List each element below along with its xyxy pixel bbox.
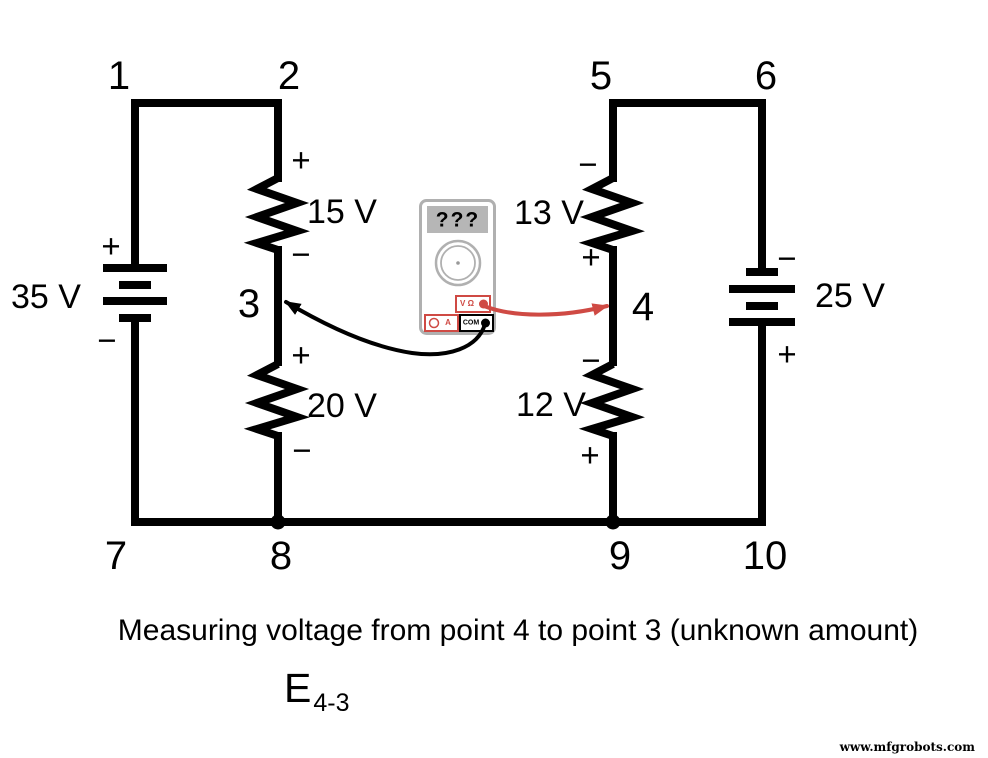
battery-right-value: 25 V: [815, 277, 885, 315]
junction-dot-node-8: [270, 514, 286, 530]
test-lead-black: [284, 300, 487, 357]
multimeter-display: [427, 206, 488, 233]
resistor-13v-zigzag: [578, 174, 645, 254]
resistor-15v-plus-sign: +: [291, 141, 311, 179]
jack-volt-ohm-label: V Ω: [460, 299, 474, 308]
battery-left-minus-sign: −: [97, 321, 117, 359]
jack-ampere-socket-icon: [428, 317, 440, 329]
resistor-12v-value: 12 V: [516, 386, 586, 424]
resistor-12v-minus-sign: −: [581, 341, 601, 379]
jack-common-label: COM: [462, 319, 480, 327]
resistor-15v-minus-sign: −: [291, 235, 311, 273]
jack-ampere-label: A: [445, 318, 451, 327]
wire-top-left-loop: [131, 99, 282, 266]
node-label-3: 3: [237, 282, 261, 326]
resistor-20v-zigzag: [243, 360, 310, 440]
resistor-15v-zigzag: [243, 174, 310, 254]
resistor-15v-value: 15 V: [307, 193, 377, 231]
node-label-10: 10: [742, 534, 788, 578]
node-label-4: 4: [631, 285, 655, 329]
resistor-20v-value: 20 V: [307, 387, 377, 425]
resistor-20v-plus-sign: +: [291, 336, 311, 374]
watermark: www.mfgrobots.com: [839, 740, 975, 754]
figure-caption: Measuring voltage from point 4 to point …: [117, 614, 919, 647]
resistor-12v-plus-sign: +: [580, 436, 600, 474]
node-label-9: 9: [608, 534, 632, 578]
equation-subscript: 4-3: [313, 689, 350, 717]
equation-e-4-3: E4-3: [284, 665, 350, 717]
resistor-13v-minus-sign: −: [578, 145, 598, 183]
multimeter-dial-inner-ring: [440, 245, 476, 281]
resistor-13v-plus-sign: +: [581, 238, 601, 276]
multimeter-display-value: ???: [435, 208, 481, 232]
node-label-5: 5: [589, 54, 613, 98]
battery-right-plus-sign: +: [777, 335, 797, 373]
battery-left-value: 35 V: [11, 278, 81, 316]
resistor-20v-minus-sign: −: [292, 431, 312, 469]
resistor-13v-value: 13 V: [514, 194, 584, 232]
node-label-6: 6: [754, 54, 778, 98]
test-lead-red: [482, 303, 609, 317]
battery-right-symbol: [729, 268, 795, 326]
wire-bottom-loop: [131, 317, 766, 526]
node-label-8: 8: [269, 534, 293, 578]
node-label-2: 2: [277, 54, 301, 98]
battery-right-minus-sign: −: [777, 239, 797, 277]
junction-dot-node-9: [605, 514, 621, 530]
wire-top-right-loop: [609, 99, 766, 274]
node-label-7: 7: [104, 534, 128, 578]
battery-left-plus-sign: +: [101, 227, 121, 265]
battery-left-symbol: [103, 264, 167, 322]
resistor-12v-zigzag: [578, 360, 645, 440]
node-label-1: 1: [107, 54, 131, 98]
equation-base: E: [284, 665, 312, 711]
multimeter-dial-center-dot: [456, 261, 460, 265]
